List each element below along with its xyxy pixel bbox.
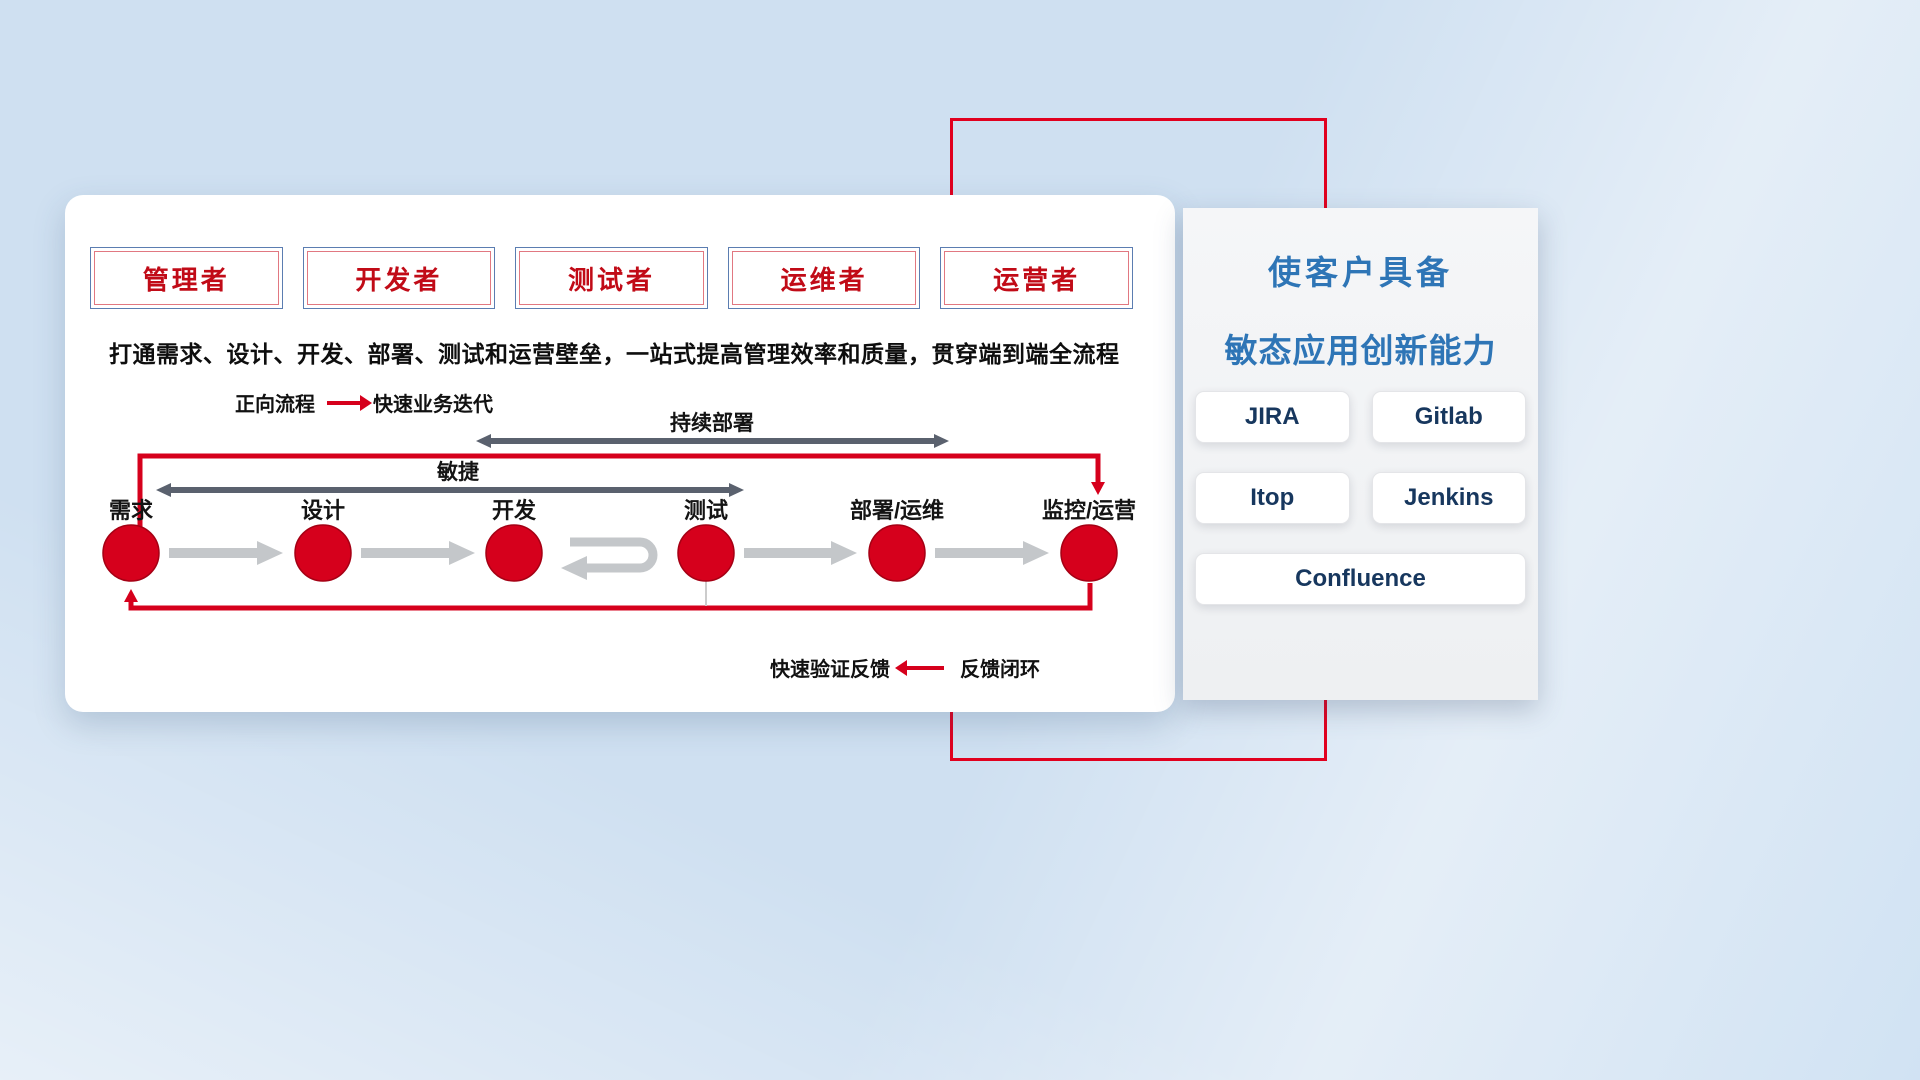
feedback-arrow-icon [895,659,944,676]
role-box-developer: 开发者 [302,247,496,309]
stage-node-design [294,524,352,582]
panel-title: 使客户具备 敏态应用创新能力 [1183,246,1538,372]
stage-node-monitor-operate [1060,524,1118,582]
process-flow-diagram: 持续部署 敏捷 需求 设计 开发 测试 部署/运维 监控/运营 [102,411,1136,611]
role-box-operator: 运营者 [940,247,1133,309]
headline-text: 打通需求、设计、开发、部署、测试和运营壁垒，一站式提高管理效率和质量，贯穿端到端… [109,341,1120,367]
stage-node-development [485,524,543,582]
panel-title-line1: 使客户具备 [1268,254,1453,291]
tool-jira: JIRA [1195,391,1350,443]
legend-forward: 正向流程 快速业务迭代 [235,388,493,417]
tool-confluence: Confluence [1195,553,1526,605]
iteration-uturn-icon [561,537,658,580]
stage-label-deploy-ops: 部署/运维 [850,498,944,523]
tool-jenkins: Jenkins [1371,472,1526,524]
stage-node-requirements [102,524,160,582]
role-label: 管理者 [142,264,230,295]
process-card: 管理者 开发者 测试者 运维者 运营者 打通需求、设计、开发、部署、测试和运营壁… [65,195,1175,712]
feedback-value: 快速验证反馈 [770,659,890,681]
legend-feedback: 快速验证反馈 反馈闭环 [770,653,1040,682]
feedback-label: 反馈闭环 [960,659,1040,681]
role-label: 运维者 [780,264,868,295]
stage-label-monitor-operate: 监控/运营 [1042,498,1136,523]
stage-label-development: 开发 [492,498,537,523]
role-label: 测试者 [567,264,655,295]
feedback-loop-path [124,583,1093,611]
role-box-manager: 管理者 [90,247,283,309]
agile-label: 敏捷 [436,460,479,484]
role-label: 运营者 [993,264,1081,295]
stage-label-requirements: 需求 [109,498,153,523]
forward-flow-label: 正向流程 [235,394,315,416]
continuous-deployment-label: 持续部署 [670,411,754,435]
stage-node-testing [677,524,735,582]
capability-panel: 使客户具备 敏态应用创新能力 JIRA Gitlab Itop Jenkins … [1183,208,1538,700]
tool-itop: Itop [1195,472,1350,524]
stage-label-testing: 测试 [684,498,728,523]
tool-gitlab: Gitlab [1371,391,1526,443]
tools-grid: JIRA Gitlab Itop Jenkins Confluence [1195,391,1526,605]
panel-title-line2: 敏态应用创新能力 [1224,332,1497,369]
roles-row: 管理者 开发者 测试者 运维者 运营者 [90,247,1133,309]
stage-node-deploy-ops [868,524,926,582]
stage-label-design: 设计 [301,498,345,523]
forward-loop-path [137,453,1105,570]
forward-flow-value: 快速业务迭代 [373,394,493,416]
role-box-tester: 测试者 [515,247,708,309]
role-label: 开发者 [355,264,443,295]
role-box-ops: 运维者 [727,247,921,309]
forward-arrow-icon [327,394,372,411]
